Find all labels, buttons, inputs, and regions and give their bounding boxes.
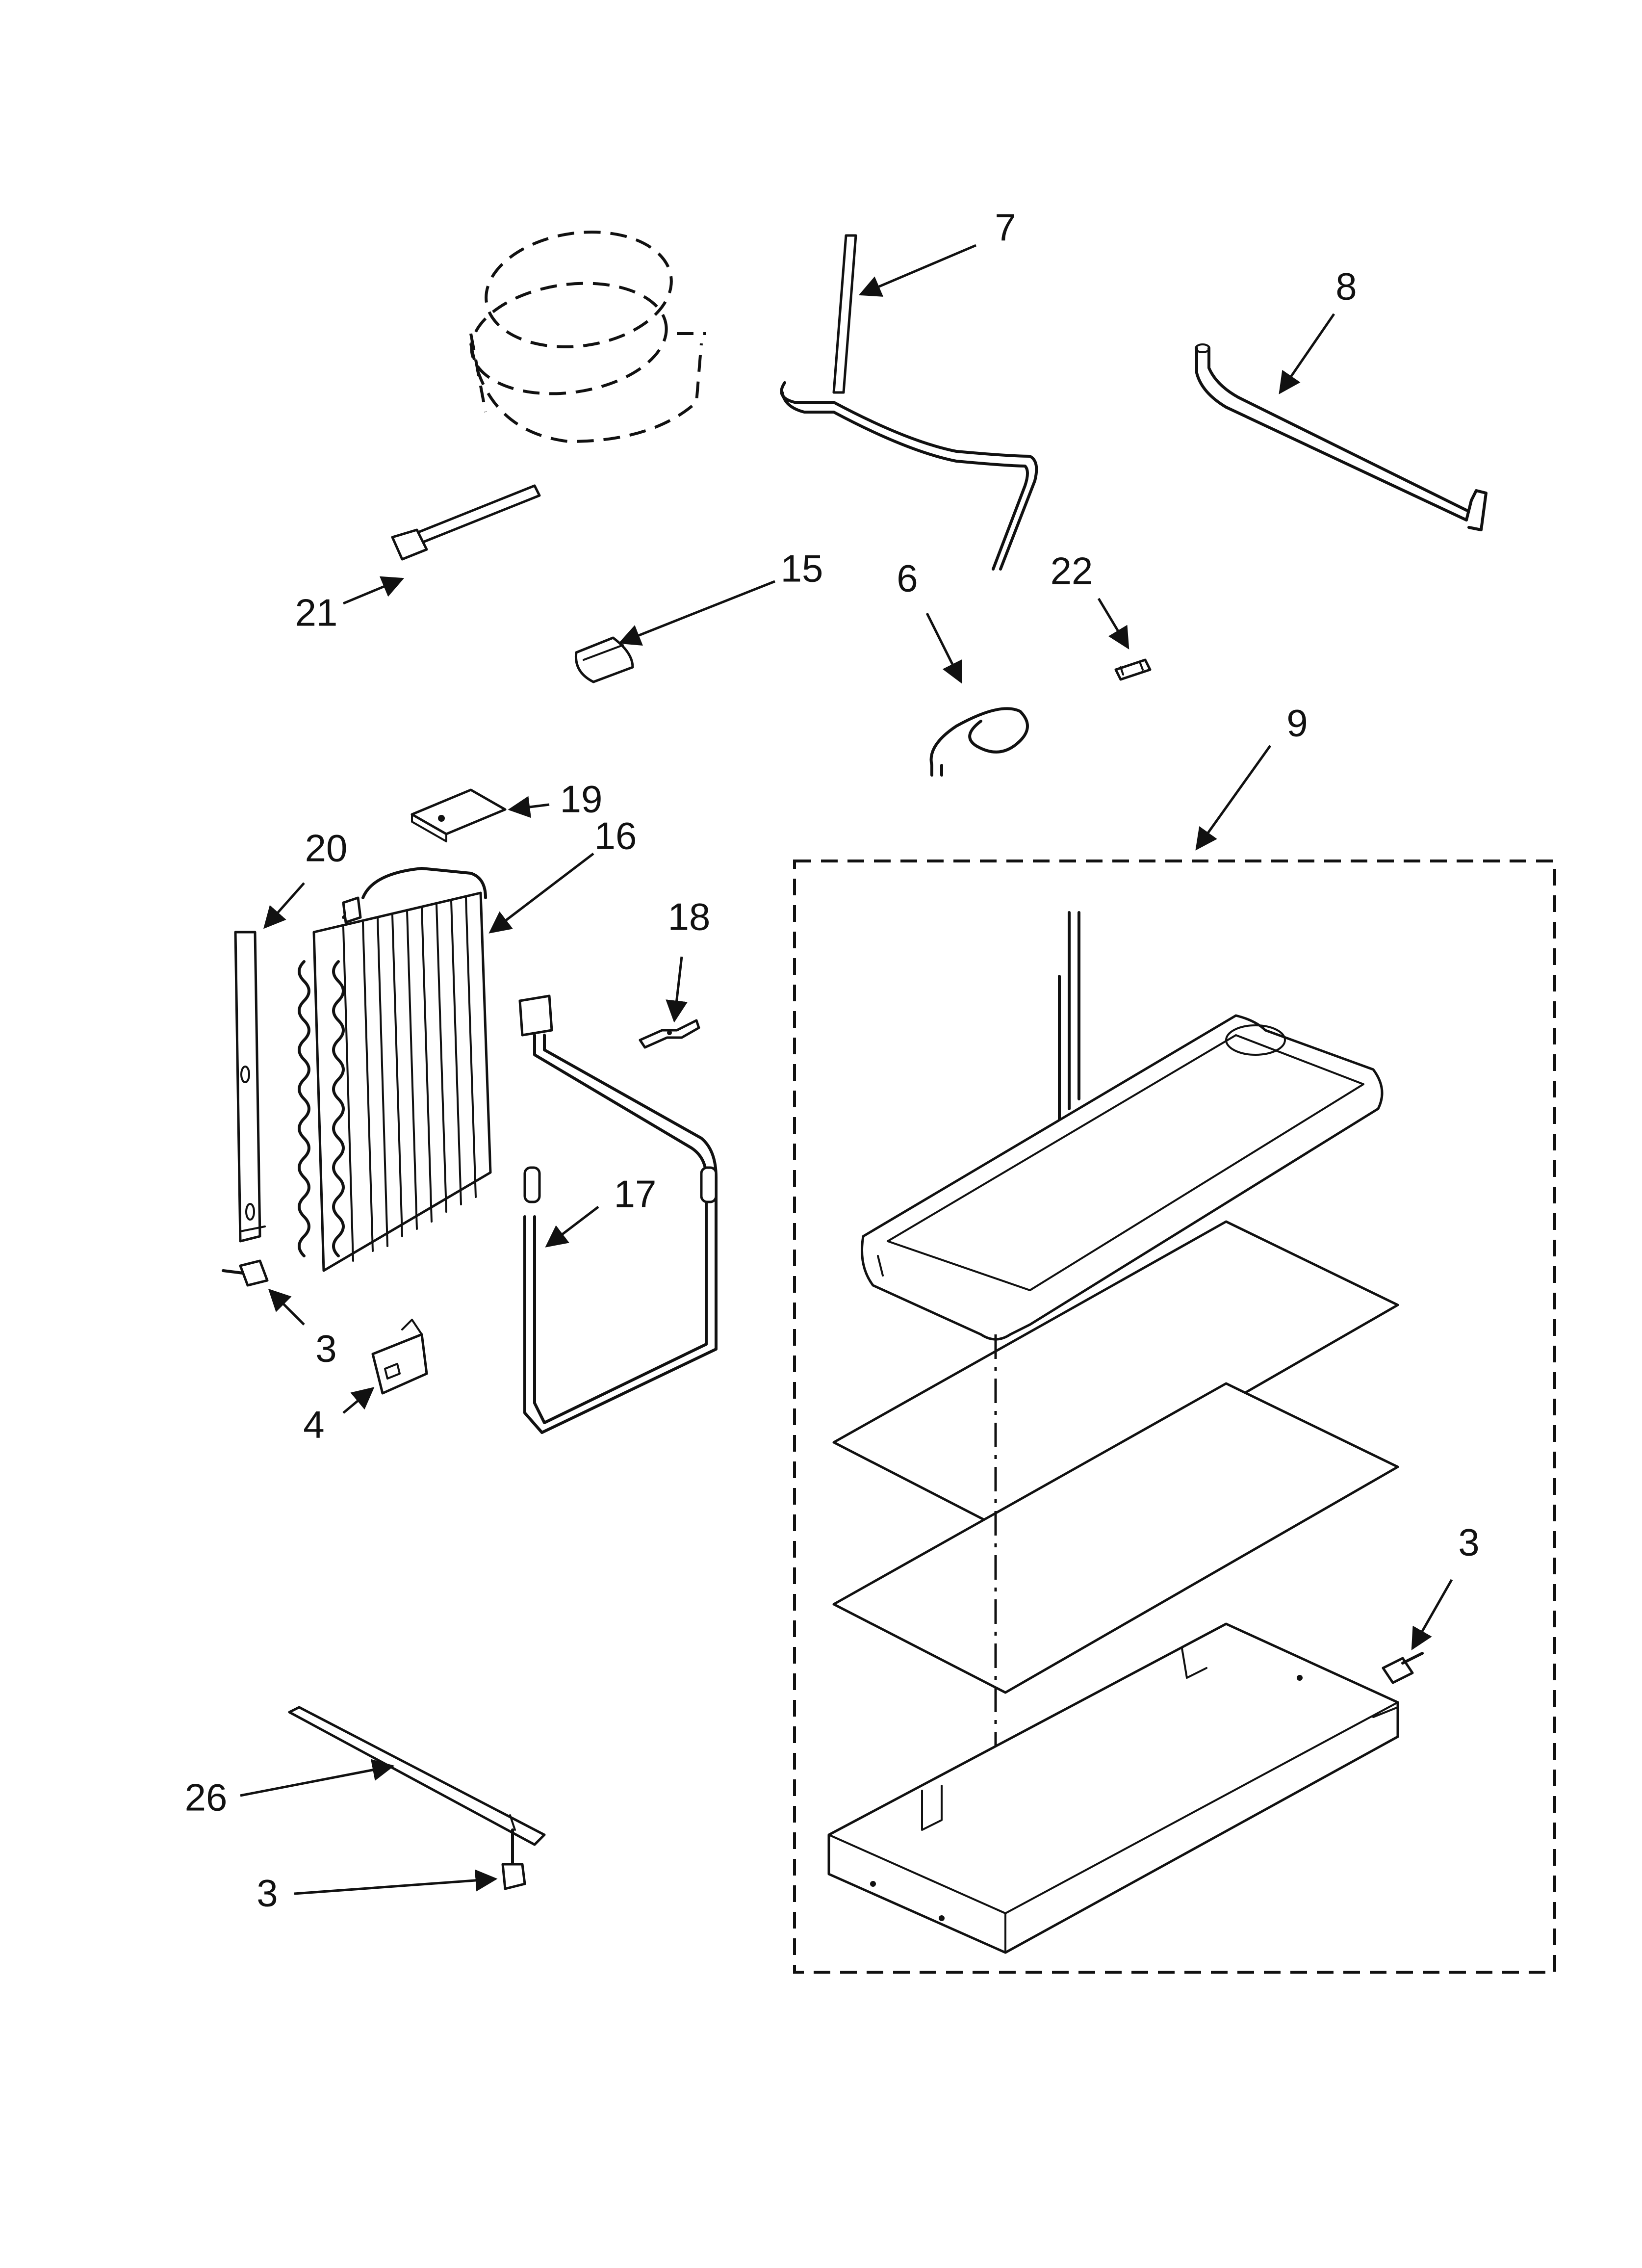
- callout-15: 15: [781, 547, 823, 590]
- part-21-cable-tie: [391, 484, 541, 561]
- leader-8: [1279, 313, 1335, 394]
- callout-3-right: 3: [1458, 1521, 1479, 1564]
- part-4-clip: [371, 1319, 428, 1395]
- part-16-evaporator: [298, 867, 492, 1272]
- callout-18: 18: [668, 895, 711, 938]
- callout-19: 19: [560, 778, 603, 821]
- leader-17: [545, 1206, 599, 1248]
- part-8-tube: [1195, 343, 1488, 531]
- callout-labels: 7 8 21 15 6 22 9 19 20 16 18 17 3 4 3 26…: [185, 206, 1480, 1915]
- leader-7: [858, 244, 976, 297]
- part-7-tube: [780, 234, 1038, 571]
- leader-lines: [240, 244, 1453, 1895]
- part-20-bracket: [234, 931, 266, 1243]
- leader-3b: [1411, 1579, 1453, 1650]
- leader-22: [1097, 598, 1129, 650]
- callout-20: 20: [305, 827, 348, 870]
- callout-26: 26: [185, 1776, 228, 1819]
- callout-16: 16: [594, 814, 637, 858]
- part-3-screw-bottom: [501, 1828, 526, 1890]
- part-19-pad: [410, 788, 507, 842]
- leader-20: [263, 882, 305, 929]
- leader-4: [342, 1387, 375, 1414]
- leader-18: [666, 956, 688, 1023]
- callout-7: 7: [995, 206, 1016, 249]
- part-18-bracket: [639, 1019, 700, 1049]
- leader-3a: [268, 1288, 305, 1326]
- leader-19: [508, 796, 550, 818]
- callout-3-left: 3: [315, 1327, 336, 1370]
- part-9-drain-pan-assembly: [793, 860, 1556, 1974]
- callout-17: 17: [614, 1173, 657, 1216]
- leader-3c: [294, 1869, 498, 1895]
- leader-9: [1195, 745, 1272, 851]
- callout-8: 8: [1335, 265, 1357, 308]
- compressor-outline: [469, 231, 706, 443]
- part-22-clip: [1114, 658, 1152, 681]
- callout-3-bottom: 3: [257, 1872, 278, 1915]
- leader-15: [618, 580, 775, 646]
- part-17-heater: [518, 994, 718, 1434]
- callout-9: 9: [1286, 702, 1308, 745]
- leader-26: [240, 1759, 395, 1797]
- leader-21: [343, 576, 405, 605]
- part-26-strip: [288, 1706, 546, 1846]
- part-6-tube: [929, 707, 1029, 777]
- leader-6: [925, 612, 963, 684]
- callout-4: 4: [303, 1403, 324, 1446]
- leader-16: [488, 853, 594, 934]
- part-15-clip: [574, 636, 634, 683]
- callout-21: 21: [295, 591, 338, 634]
- callout-22: 22: [1051, 549, 1093, 593]
- callout-6: 6: [897, 557, 918, 600]
- part-3-screw-left: [222, 1259, 269, 1287]
